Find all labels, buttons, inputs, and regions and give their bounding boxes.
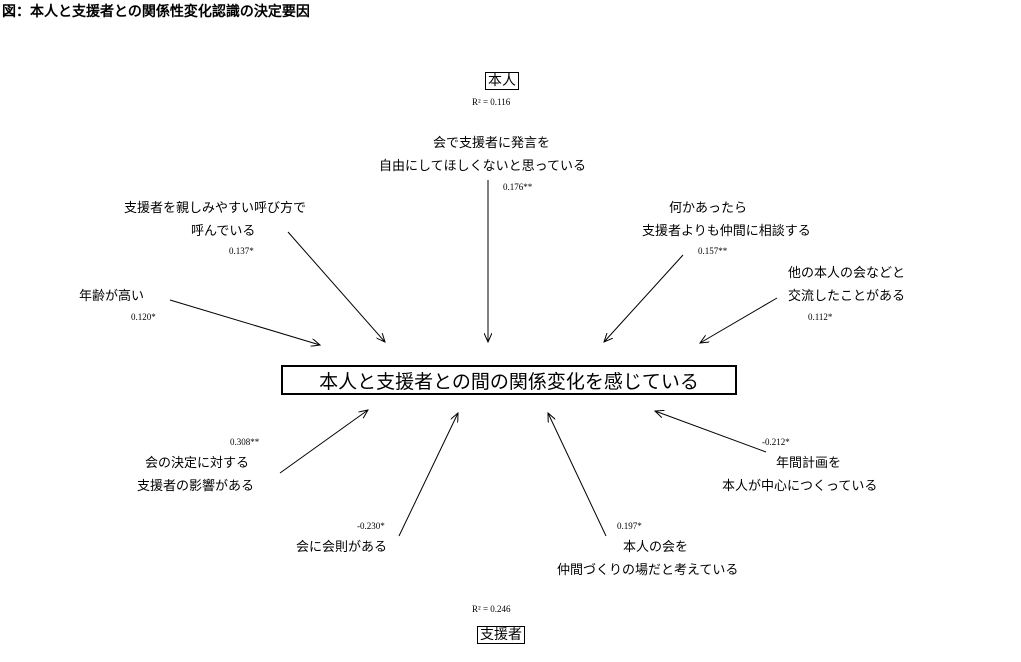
arrow-rules [398, 413, 458, 537]
arrow-place [548, 413, 607, 537]
coef-consult: 0.157** [698, 246, 728, 256]
coef-place: 0.197* [617, 521, 642, 531]
group-label-honnin: 本人 [485, 72, 519, 90]
center-outcome-box: 本人と支援者との間の関係変化を感じている [281, 365, 737, 395]
arrow-influence [279, 410, 368, 474]
group-label-shiensha: 支援者 [477, 626, 525, 644]
factor-plan-line2: 本人が中心につくっている [722, 479, 878, 494]
coef-influence: 0.308** [230, 437, 260, 447]
factor-consult-line1: 何かあったら [669, 201, 748, 216]
factor-top-line2: 自由にしてほしくないと思っている [379, 159, 586, 174]
factor-exchange-line2: 交流したことがある [788, 289, 906, 304]
factor-place-line1: 本人の会を [623, 540, 689, 555]
coef-age: 0.120* [131, 312, 156, 322]
factor-influence-line1: 会の決定に対する [145, 456, 250, 471]
factor-rules: 会に会則がある [296, 540, 388, 555]
arrow-consult [604, 254, 684, 342]
center-outcome-label: 本人と支援者との間の関係変化を感じている [319, 370, 699, 393]
arrow-age [169, 299, 320, 345]
factor-plan-line1: 年間計画を [776, 456, 842, 471]
factor-exchange-line1: 他の本人の会などと [788, 266, 906, 281]
coef-plan: -0.212* [762, 437, 790, 447]
diagram-title: 図：本人と支援者との関係性変化認識の決定要因 [2, 4, 310, 20]
arrow-upper-left [287, 231, 385, 342]
r2-honnin: R² = 0.116 [472, 97, 511, 107]
coef-top: 0.176** [503, 182, 533, 192]
coef-rules: -0.230* [357, 521, 385, 531]
factor-upper-left-line2: 呼んでいる [191, 224, 256, 239]
factor-top-line1: 会で支援者に発言を [433, 136, 551, 151]
factor-influence-line2: 支援者の影響がある [137, 479, 255, 494]
arrow-exchange [700, 297, 778, 343]
factor-upper-left-line1: 支援者を親しみやすい呼び方で [124, 201, 307, 216]
coef-exchange: 0.112* [808, 312, 833, 322]
factor-place-line2: 仲間づくりの場だと考えている [557, 563, 739, 578]
arrow-plan [655, 411, 767, 453]
factor-age: 年齢が高い [79, 289, 145, 304]
r2-shiensha: R² = 0.246 [472, 604, 511, 614]
factor-consult-line2: 支援者よりも仲間に相談する [642, 224, 811, 239]
coef-upper-left: 0.137* [229, 246, 254, 256]
